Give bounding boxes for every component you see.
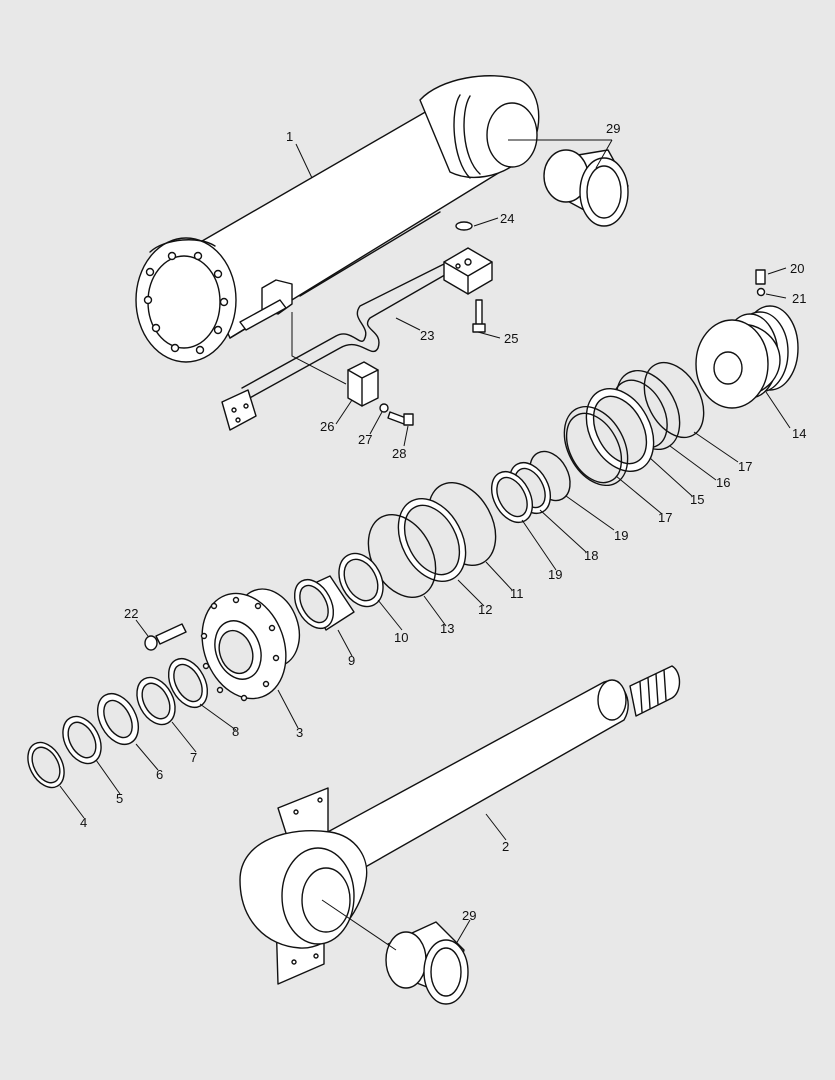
bolt-25 (472, 299, 486, 333)
bolt-22 (144, 623, 187, 651)
callout-20: 20 (790, 261, 804, 276)
callout-2: 2 (502, 839, 509, 854)
callout-9: 9 (348, 653, 355, 668)
callout-5: 5 (116, 791, 123, 806)
callout-10: 10 (394, 630, 408, 645)
callout-6: 6 (156, 767, 163, 782)
callout-17b: 17 (658, 510, 672, 525)
callout-11: 11 (510, 586, 524, 601)
piston-rod-2 (239, 665, 681, 985)
bolt-28 (387, 411, 414, 426)
callout-28: 28 (392, 446, 406, 461)
callout-14: 14 (792, 426, 806, 441)
callout-15: 15 (690, 492, 704, 507)
leader-lines (59, 139, 791, 951)
callout-19b: 19 (614, 528, 628, 543)
clamp (291, 312, 379, 407)
callout-29a: 29 (606, 121, 620, 136)
callout-4: 4 (80, 815, 87, 830)
piston-14 (695, 305, 799, 409)
callout-29b: 29 (462, 908, 476, 923)
callout-1: 1 (286, 129, 293, 144)
callout-18: 18 (584, 548, 598, 563)
cylinder-tube (135, 75, 540, 363)
callout-25: 25 (504, 331, 518, 346)
pipe-assembly (221, 247, 493, 431)
callout-26: 26 (320, 419, 334, 434)
callout-19a: 19 (548, 567, 562, 582)
set-screw-20 (755, 269, 766, 285)
seal-rings (490, 361, 705, 523)
callout-labels: 1 2 3 4 5 6 7 8 9 10 11 12 13 14 15 16 1… (80, 121, 806, 923)
ball-21 (756, 287, 766, 297)
callout-22: 22 (124, 606, 138, 621)
rod-guide-3 (200, 588, 301, 702)
callout-3: 3 (296, 725, 303, 740)
callout-21: 21 (792, 291, 806, 306)
callout-16: 16 (716, 475, 730, 490)
callout-17a: 17 (738, 459, 752, 474)
callout-23: 23 (420, 328, 434, 343)
callout-12: 12 (478, 602, 492, 617)
wiper-seals (27, 657, 209, 789)
callout-27: 27 (358, 432, 372, 447)
o-ring-24 (455, 221, 473, 231)
bushing-29-bottom (385, 921, 469, 1005)
callout-13: 13 (440, 621, 454, 636)
head-seals (293, 481, 497, 631)
flange-bolt-holes (143, 251, 229, 355)
washer-27 (379, 403, 389, 413)
bushing-29-top (543, 149, 629, 227)
callout-24: 24 (500, 211, 514, 226)
callout-8: 8 (232, 724, 239, 739)
callout-7: 7 (190, 750, 197, 765)
